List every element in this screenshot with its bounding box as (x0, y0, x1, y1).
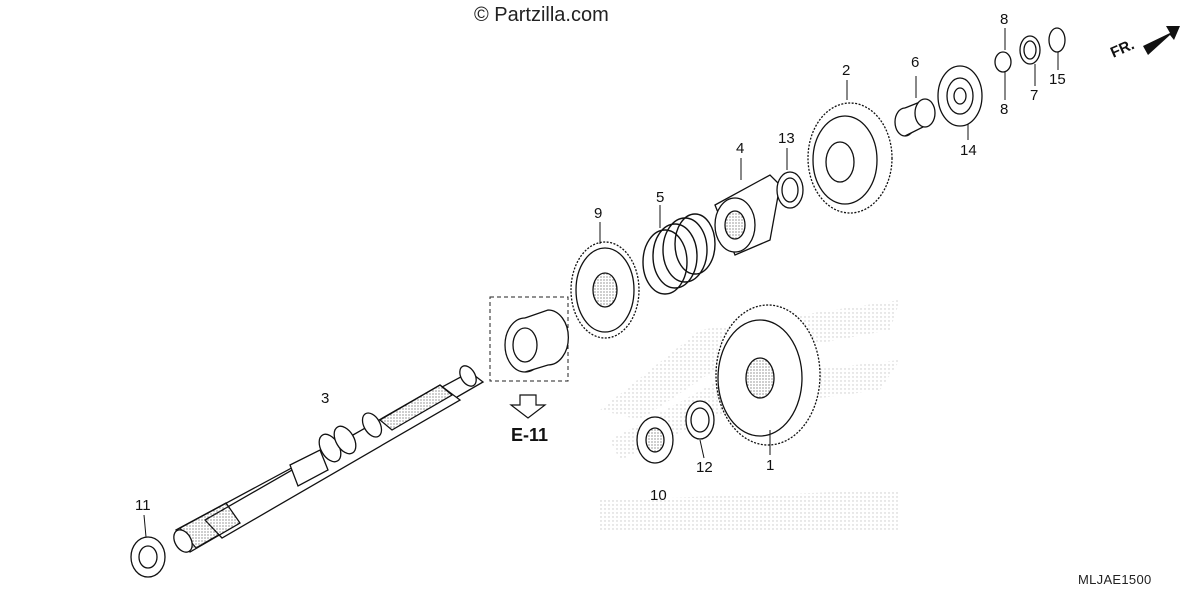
callout-1[interactable]: 1 (766, 457, 775, 474)
callout-13[interactable]: 13 (778, 130, 795, 147)
part-2-gear[interactable] (807, 102, 893, 214)
part-4-damper[interactable] (714, 174, 781, 256)
part-15-snap-ring[interactable] (1048, 27, 1066, 53)
copyright-text: © Partzilla.com (474, 4, 609, 26)
watermark (600, 300, 900, 530)
callout-9[interactable]: 9 (594, 205, 603, 222)
section-ref-link[interactable]: E-11 (511, 425, 549, 445)
callout-2[interactable]: 2 (842, 62, 851, 79)
diagram-code: MLJAE1500 (1078, 572, 1152, 587)
part-13-washer[interactable] (776, 171, 804, 209)
callout-3[interactable]: 3 (321, 390, 330, 407)
part-3-shaft[interactable] (170, 363, 485, 555)
callout-10[interactable]: 10 (650, 487, 667, 504)
callout-14[interactable]: 14 (960, 142, 977, 159)
callout-7[interactable]: 7 (1030, 87, 1039, 104)
part-12-washer[interactable] (685, 400, 715, 440)
bearing-e11-box[interactable] (489, 296, 570, 419)
callout-5[interactable]: 5 (656, 189, 665, 206)
callout-4[interactable]: 4 (736, 140, 745, 157)
part-5-spring[interactable] (642, 213, 716, 295)
part-1-gear[interactable] (715, 304, 821, 446)
callout-12[interactable]: 12 (696, 459, 713, 476)
leader-lines (143, 28, 1059, 538)
callout-6[interactable]: 6 (911, 54, 920, 71)
callout-8-lower[interactable]: 8 (1000, 101, 1009, 118)
front-arrow (1143, 26, 1180, 55)
callout-15[interactable]: 15 (1049, 71, 1066, 88)
callout-8-upper[interactable]: 8 (1000, 11, 1009, 28)
part-7-retainer[interactable] (1019, 35, 1041, 65)
part-8-cotter[interactable] (994, 51, 1012, 73)
part-6-collar[interactable] (894, 98, 936, 137)
part-11-nut[interactable] (130, 536, 166, 578)
part-14-bearing[interactable] (937, 65, 983, 127)
part-9-gear[interactable] (570, 241, 640, 339)
part-10-nut[interactable] (636, 416, 674, 464)
callout-11[interactable]: 11 (135, 497, 151, 514)
